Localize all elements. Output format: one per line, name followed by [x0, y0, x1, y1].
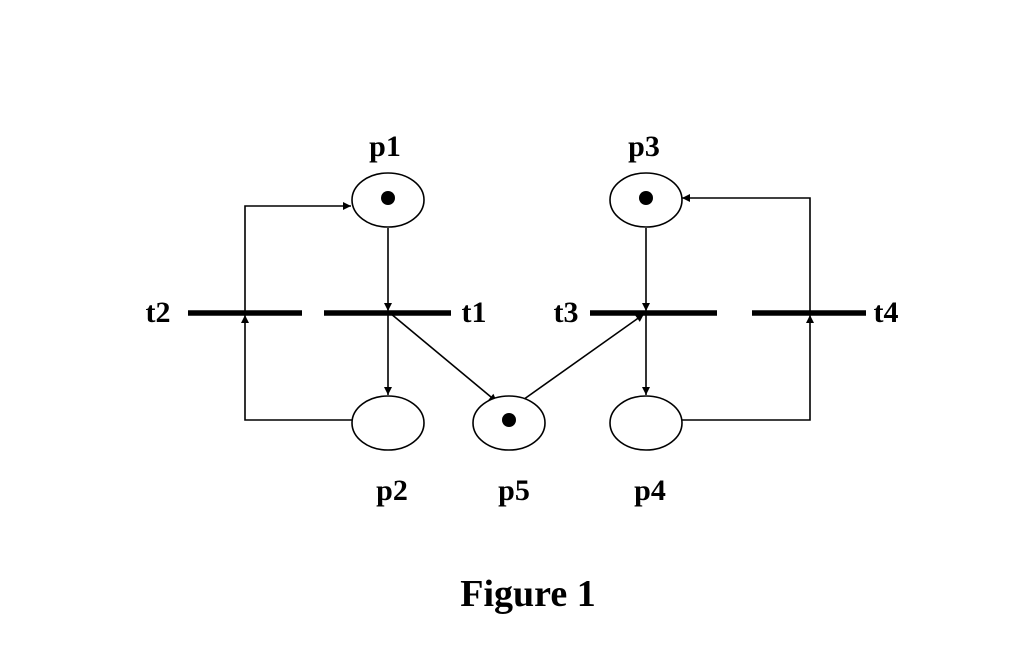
token-p1	[381, 191, 395, 205]
transition-t2-label: t2	[146, 296, 171, 329]
arc-t2-p1	[244, 202, 351, 311]
figure-caption: Figure 1	[460, 573, 595, 615]
transition-t4-label: t4	[874, 296, 899, 329]
place-p2-label: p2	[376, 474, 408, 507]
transition-t3-label: t3	[554, 296, 579, 329]
arcs	[241, 194, 814, 421]
arc-t4-p3	[682, 194, 811, 311]
place-p3-label: p3	[628, 130, 660, 163]
place-p1-label: p1	[369, 130, 401, 163]
transition-t1-label: t1	[462, 296, 487, 329]
place-p2	[351, 395, 425, 451]
token-p3	[639, 191, 653, 205]
arc-p2-t2	[241, 315, 352, 421]
arc-t1-p5	[389, 312, 498, 403]
arc-p4-t4	[680, 315, 814, 421]
place-p4-label: p4	[634, 474, 666, 507]
token-p5	[502, 413, 516, 427]
labels: p1 p3 p2 p5 p4 t2 t1 t3 t4 Figure 1	[146, 130, 899, 615]
place-p4	[609, 395, 683, 451]
tokens	[381, 191, 653, 427]
arc-p5-t3	[519, 313, 645, 403]
place-p5-label: p5	[498, 474, 530, 507]
